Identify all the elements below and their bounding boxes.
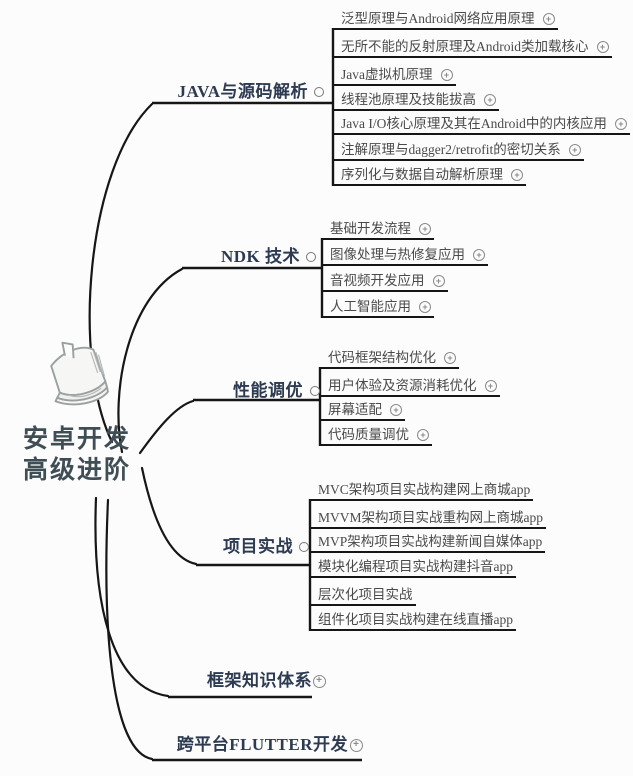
child-node-label: 基础开发流程 (330, 221, 411, 236)
expand-icon[interactable]: + (444, 352, 456, 364)
expand-handle-icon-5[interactable]: + (349, 738, 363, 752)
child-node[interactable]: 层次化项目实战 (310, 582, 416, 606)
branch-curve-2 (138, 399, 195, 455)
child-node-label: MVC架构项目实战构建网上商城app (318, 482, 531, 497)
child-node[interactable]: 音视频开发应用 + (322, 268, 448, 292)
child-node[interactable]: 基础开发流程 + (322, 216, 434, 240)
child-node-label: 用户体验及资源消耗优化 (328, 378, 477, 393)
child-node[interactable]: 用户体验及资源消耗优化 + (320, 373, 500, 397)
child-node[interactable]: 模块化编程项目实战构建抖音app (310, 554, 516, 578)
child-node-label: 模块化编程项目实战构建抖音app (318, 559, 513, 574)
child-node-label: MVVM架构项目实战重构网上商城app (318, 510, 543, 525)
child-node[interactable]: 序列化与数据自动解析原理 + (333, 162, 526, 186)
root-title-line2: 高级进阶 (22, 457, 131, 484)
expand-handle-icon-4[interactable]: + (312, 674, 326, 688)
expand-icon[interactable]: + (419, 223, 431, 235)
child-node[interactable]: Java虚拟机原理 + (333, 62, 456, 86)
child-node-label: 代码框架结构优化 (328, 350, 436, 365)
child-node-label: MVP架构项目实战构建新闻自媒体app (318, 534, 543, 549)
child-node-label: 层次化项目实战 (318, 587, 413, 602)
expand-icon[interactable]: + (432, 275, 445, 287)
expand-icon[interactable]: + (568, 144, 581, 156)
child-node[interactable]: 代码框架结构优化 + (320, 345, 459, 369)
child-node[interactable]: Java I/O核心原理及其在Android中的内核应用 + (333, 111, 630, 135)
branch-label-4[interactable]: 框架知识体系 (207, 671, 312, 690)
child-node-label: 屏幕适配 (328, 402, 382, 417)
expand-icon[interactable]: + (596, 41, 609, 53)
child-node-label: 序列化与数据自动解析原理 (341, 167, 503, 182)
child-node[interactable]: 无所不能的反射原理及Android类加载核心 + (333, 34, 612, 58)
collapse-handle-icon-3[interactable] (299, 542, 309, 552)
child-node[interactable]: MVC架构项目实战构建网上商城app (310, 477, 534, 501)
root-title-line1: 安卓开发 (22, 426, 131, 453)
expand-icon[interactable]: + (484, 94, 496, 106)
expand-icon[interactable]: + (484, 380, 497, 392)
child-node[interactable]: 线程池原理及技能拔高 + (333, 87, 499, 111)
child-node[interactable]: 泛型原理与Android网络应用原理 + (333, 6, 558, 30)
child-node-label: 无所不能的反射原理及Android类加载核心 (341, 39, 589, 54)
branch-curve-5 (105, 498, 154, 761)
root-node[interactable]: 安卓开发 高级进阶 (4, 334, 150, 486)
expand-icon[interactable]: + (511, 169, 523, 181)
branch-curve-0 (88, 102, 154, 444)
child-node[interactable]: 图像处理与热修复应用 + (322, 242, 488, 266)
branch-label-3[interactable]: 项目实战 (223, 537, 293, 556)
branch-label-0[interactable]: JAVA与源码解析 (177, 82, 308, 101)
child-node[interactable]: MVVM架构项目实战重构网上商城app (310, 505, 546, 529)
child-node-label: 注解原理与dagger2/retrofit的密切关系 (341, 142, 561, 157)
child-node[interactable]: 注解原理与dagger2/retrofit的密切关系 + (333, 137, 584, 161)
expand-icon[interactable]: + (417, 429, 429, 441)
child-node-label: 线程池原理及技能拔高 (341, 92, 476, 107)
expand-icon[interactable]: + (390, 404, 402, 416)
child-node-label: 组件化项目实战构建在线直播app (318, 612, 513, 627)
child-node-label: 泛型原理与Android网络应用原理 (341, 11, 535, 26)
child-node-label: Java I/O核心原理及其在Android中的内核应用 (341, 116, 607, 131)
expand-icon[interactable]: + (614, 118, 627, 130)
branch-label-2[interactable]: 性能调优 (233, 381, 303, 400)
expand-icon[interactable]: + (419, 301, 431, 313)
child-node-label: 音视频开发应用 (330, 273, 425, 288)
child-node[interactable]: 组件化项目实战构建在线直播app (310, 607, 516, 631)
collapse-handle-icon-0[interactable] (314, 87, 324, 97)
child-node-label: 图像处理与热修复应用 (330, 247, 465, 262)
book-icon (50, 341, 109, 406)
branch-label-1[interactable]: NDK 技术 (220, 247, 300, 266)
expand-icon[interactable]: + (440, 69, 453, 81)
expand-icon[interactable]: + (542, 13, 555, 25)
collapse-handle-icon-1[interactable] (306, 252, 316, 262)
child-node-label: 代码质量调优 (328, 427, 409, 442)
child-node[interactable]: 屏幕适配 + (320, 397, 405, 421)
child-node[interactable]: MVP架构项目实战构建新闻自媒体app (310, 529, 546, 553)
expand-icon[interactable]: + (473, 249, 485, 261)
branch-curve-1 (117, 267, 184, 454)
child-node[interactable]: 代码质量调优 + (320, 422, 432, 446)
branch-curve-3 (140, 466, 198, 566)
child-node-label: 人工智能应用 (330, 299, 411, 314)
branch-label-5[interactable]: 跨平台FLUTTER开发 (176, 735, 348, 754)
child-node[interactable]: 人工智能应用 + (322, 294, 434, 318)
collapse-handle-icon-2[interactable] (310, 386, 320, 396)
child-node-label: Java虚拟机原理 (341, 67, 433, 82)
